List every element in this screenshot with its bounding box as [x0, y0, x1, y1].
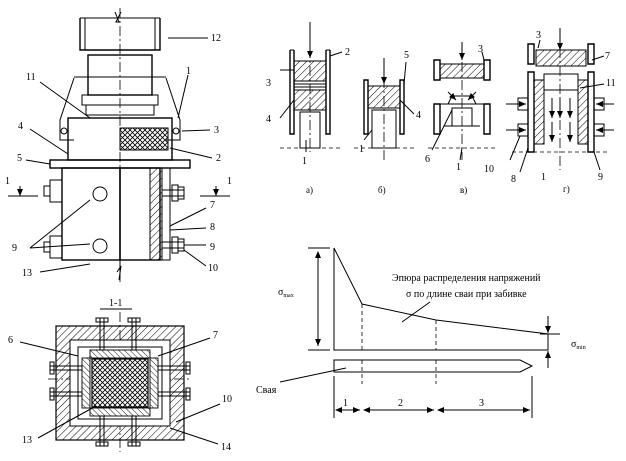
callout-10: 10 [208, 263, 218, 274]
guide-sleeve [74, 54, 166, 116]
callout-1-top: 1 [186, 66, 191, 77]
callout-4: 4 [18, 121, 23, 132]
a-caption: а) [306, 185, 313, 195]
g-number-11: 11 [606, 78, 616, 89]
pile-cross-section [91, 358, 149, 408]
variant-a: 2 3 4 1 а) [266, 22, 350, 195]
sigma-min-label: σmin [571, 339, 586, 351]
a-number-4: 4 [266, 114, 271, 125]
side-brackets [59, 77, 181, 141]
callout-5: 5 [17, 153, 22, 164]
pile-label: Свая [256, 385, 277, 396]
variant-b: 5 4 1 б) [354, 50, 421, 195]
v-number-1: 1 [456, 162, 461, 173]
section-mark-left: 1 [5, 176, 10, 187]
g-number-7: 7 [605, 51, 610, 62]
pile-casing [61, 167, 161, 281]
callout-13: 13 [22, 268, 32, 279]
cap-body [67, 117, 173, 161]
section-callout-13: 13 [22, 435, 32, 446]
clamp-plate [149, 167, 171, 261]
b-number-4: 4 [416, 110, 421, 121]
a-number-2: 2 [345, 47, 350, 58]
callout-8: 8 [210, 222, 215, 233]
variant-g: 3 7 11 10 8 1 9 г) [484, 28, 616, 194]
callout-9-right: 9 [210, 242, 215, 253]
main-elevation-view: 12 1 11 3 4 2 5 1 1 7 8 9 9 10 13 [5, 8, 232, 282]
section-callout-14: 14 [221, 442, 231, 453]
g-number-10: 10 [484, 164, 494, 175]
bolt-hole-upper [92, 186, 108, 202]
g-caption: г) [563, 184, 570, 194]
variant-v: 3 6 1 в) [425, 42, 496, 195]
sigma-max-label: σmax [278, 287, 294, 299]
b-number-5: 5 [404, 50, 409, 61]
zone-2-label: 2 [398, 398, 403, 409]
epure-title-line1: Эпюра распределения напряжений [392, 273, 541, 284]
v-caption: в) [460, 185, 467, 195]
pile-outline [333, 359, 534, 373]
section-callout-10: 10 [222, 394, 232, 405]
section-bolts [49, 317, 191, 447]
bolt-hole-lower [92, 238, 108, 254]
callout-9-left: 9 [12, 243, 17, 254]
zone-1-label: 1 [343, 398, 348, 409]
section-callout-7: 7 [213, 330, 218, 341]
callout-2: 2 [216, 153, 221, 164]
a-number-1: 1 [302, 156, 307, 167]
right-clamp-bolts [162, 184, 185, 254]
g-number-1: 1 [541, 172, 546, 183]
g-number-9: 9 [598, 172, 603, 183]
main-leaders [25, 37, 213, 273]
callout-7: 7 [210, 200, 215, 211]
b-caption: б) [378, 185, 386, 195]
callout-3: 3 [214, 125, 219, 136]
section-mark-right: 1 [227, 176, 232, 187]
hammer-column [79, 11, 161, 51]
zone-3-label: 3 [479, 398, 484, 409]
v-number-3: 3 [478, 44, 483, 55]
b-number-1: 1 [359, 144, 364, 155]
callout-12: 12 [211, 33, 221, 44]
callout-11: 11 [26, 72, 36, 83]
g-number-8: 8 [511, 174, 516, 185]
a-number-3: 3 [266, 78, 271, 89]
stress-epure: σmax σmin Свая 1 2 3 Эпюра распределения… [256, 247, 586, 418]
section-1-1-view: 1-1 [8, 298, 232, 453]
v-number-6: 6 [425, 154, 430, 165]
g-number-3: 3 [536, 30, 541, 41]
epure-title-line2: σ по длине сваи при забивке [406, 289, 527, 300]
section-line-1-1 [8, 186, 230, 197]
section-title: 1-1 [109, 298, 122, 309]
section-callout-6: 6 [8, 335, 13, 346]
